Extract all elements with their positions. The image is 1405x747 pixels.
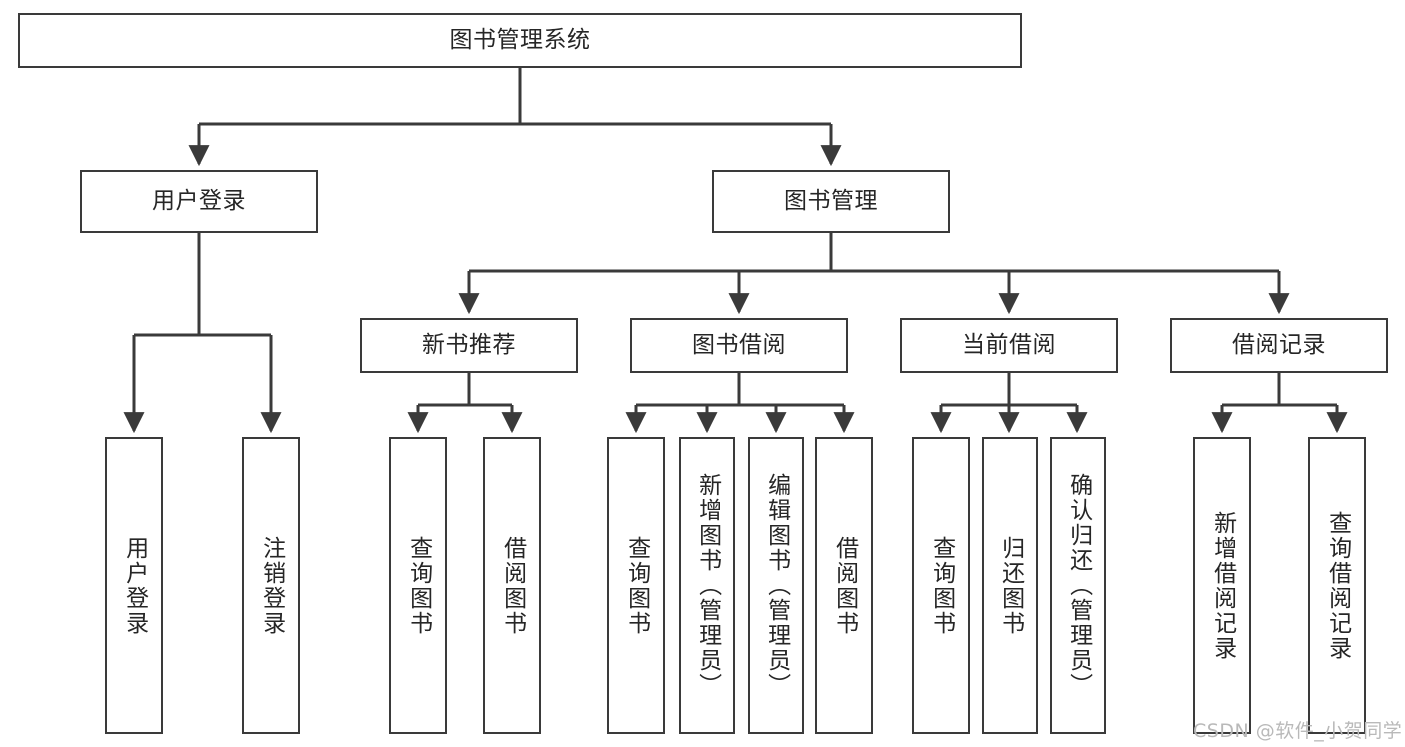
- node-leaf-return-book[interactable]: 归还图书: [982, 437, 1038, 734]
- node-leaf-query-borrow-record[interactable]: 查询借阅记录: [1308, 437, 1366, 734]
- node-root-library-management-system[interactable]: 图书管理系统: [18, 13, 1022, 68]
- node-leaf-edit-book-admin[interactable]: 编辑图书（管理员）: [748, 437, 804, 734]
- node-label: 新增图书（管理员）: [694, 473, 721, 698]
- node-label: 查询图书: [405, 535, 432, 636]
- node-label: 用户登录: [152, 187, 246, 214]
- node-borrow-record[interactable]: 借阅记录: [1170, 318, 1388, 373]
- node-book-management[interactable]: 图书管理: [712, 170, 950, 233]
- node-label: 确认归还（管理员）: [1065, 473, 1092, 698]
- node-label: 用户登录: [121, 535, 148, 636]
- node-label: 注销登录: [258, 535, 285, 636]
- node-label: 查询图书: [623, 535, 650, 636]
- node-current-borrow[interactable]: 当前借阅: [900, 318, 1118, 373]
- node-leaf-query-book-new[interactable]: 查询图书: [389, 437, 447, 734]
- node-label: 新书推荐: [422, 331, 516, 358]
- node-label: 归还图书: [997, 535, 1024, 636]
- node-leaf-add-book-admin[interactable]: 新增图书（管理员）: [679, 437, 735, 734]
- node-label: 借阅图书: [831, 535, 858, 636]
- node-leaf-confirm-return-admin[interactable]: 确认归还（管理员）: [1050, 437, 1106, 734]
- node-leaf-add-borrow-record[interactable]: 新增借阅记录: [1193, 437, 1251, 734]
- node-label: 图书管理系统: [449, 26, 591, 53]
- node-label: 当前借阅: [962, 331, 1056, 358]
- node-label: 查询借阅记录: [1324, 510, 1351, 661]
- csdn-watermark: CSDN @软件_小贺同学: [1193, 720, 1403, 742]
- node-leaf-user-login[interactable]: 用户登录: [105, 437, 163, 734]
- node-label: 借阅记录: [1232, 331, 1326, 358]
- node-label: 借阅图书: [499, 535, 526, 636]
- node-label: 图书借阅: [692, 331, 786, 358]
- node-label: 编辑图书（管理员）: [763, 473, 790, 698]
- node-leaf-query-book-borrow[interactable]: 查询图书: [607, 437, 665, 734]
- node-label: 图书管理: [784, 187, 878, 214]
- node-user-login[interactable]: 用户登录: [80, 170, 318, 233]
- node-label: 查询图书: [928, 535, 955, 636]
- node-leaf-logout[interactable]: 注销登录: [242, 437, 300, 734]
- node-leaf-borrow-book-new[interactable]: 借阅图书: [483, 437, 541, 734]
- node-new-book-recommend[interactable]: 新书推荐: [360, 318, 578, 373]
- node-label: 新增借阅记录: [1209, 510, 1236, 661]
- node-book-borrow[interactable]: 图书借阅: [630, 318, 848, 373]
- node-leaf-query-book-current[interactable]: 查询图书: [912, 437, 970, 734]
- node-leaf-borrow-book[interactable]: 借阅图书: [815, 437, 873, 734]
